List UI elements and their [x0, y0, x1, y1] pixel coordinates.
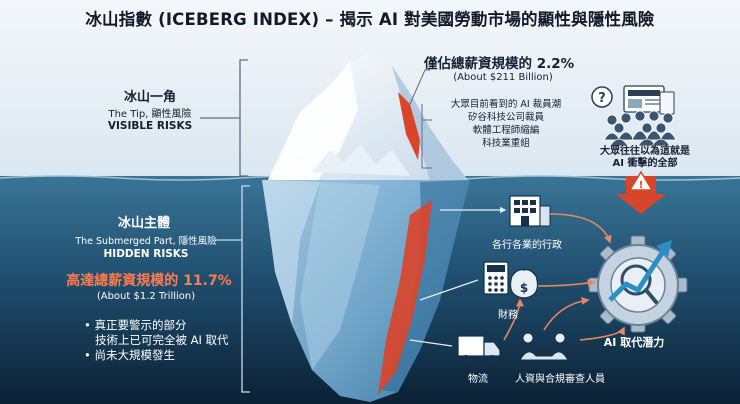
question-icon: ?	[591, 86, 613, 108]
tip-tag: VISIBLE RISKS	[107, 120, 193, 132]
page-title: 冰山指數 (ICEBERG INDEX) – 揭示 AI 對美國勞動市場的顯性與…	[85, 10, 655, 29]
perception-line: 大眾往往以為這就是	[600, 146, 690, 157]
news-icon	[623, 85, 675, 115]
submerged-stat-sub: (About $1.2 Trillion)	[96, 291, 196, 302]
ai-hub-label: AI 取代潛力	[603, 336, 665, 349]
sector-hr-label: 人資與合規審查人員	[515, 374, 605, 385]
tip-example: 軟體工程師縮編	[472, 125, 540, 136]
bullet-item: • 真正要警示的部分	[84, 318, 187, 332]
handshake-icon	[519, 332, 569, 361]
iceberg-submerged	[262, 180, 470, 402]
magnifier-icon	[620, 264, 658, 304]
bullet-text: 尚未大規模發生	[94, 348, 175, 362]
submerged-tag: HIDDEN RISKS	[103, 248, 189, 260]
tip-bracket	[200, 59, 248, 177]
visible-risk-stripe	[398, 92, 420, 160]
money-bag-icon: $	[509, 269, 539, 299]
sector-logistics-label: 物流	[468, 374, 488, 385]
calculator-icon	[483, 261, 509, 295]
tip-subtitle: The Tip, 顯性風險	[108, 109, 192, 120]
bullet-item: • 尚未大規模發生	[84, 348, 175, 362]
perception-line: AI 衝擊的全部	[612, 158, 678, 169]
connector-arrows	[409, 206, 625, 347]
svg-text:!: !	[639, 180, 644, 191]
bullet-item: 技術上已可完全被 AI 取代	[84, 333, 254, 348]
bullet-text: 技術上已可完全被 AI 取代	[94, 333, 229, 347]
bullet-text: 真正要警示的部分	[94, 318, 187, 332]
svg-text:?: ?	[598, 91, 606, 106]
gear-icon	[588, 235, 688, 333]
hidden-risk-stripe	[378, 200, 432, 395]
submerged-bullets: • 真正要警示的部分 技術上已可完全被 AI 取代 • 尚未大規模發生	[84, 318, 254, 363]
tip-stat-sub: (About $211 Billion)	[453, 72, 553, 83]
tip-example: 矽谷科技公司裁員	[467, 112, 544, 123]
submerged-subtitle: The Submerged Part, 隱性風險	[75, 236, 217, 247]
tip-stat: 僅佔總薪資規模的 2.2%	[424, 56, 575, 72]
sector-admin-label: 各行各業的行政	[492, 240, 562, 251]
public-perception: 大眾往往以為這就是 AI 衝擊的全部	[580, 146, 710, 170]
warning-icon: !	[616, 170, 666, 214]
sector-finance-label: 財務	[498, 310, 518, 321]
tip-example: 大眾目前看到的 AI 裁員潮	[450, 99, 562, 110]
tip-stat-leader	[409, 69, 430, 105]
submerged-stat: 高達總薪資規模的 11.7%	[66, 273, 232, 289]
tip-heading: 冰山一角	[123, 90, 176, 105]
submerged-bracket	[214, 185, 250, 393]
submerged-heading: 冰山主體	[117, 216, 170, 231]
svg-text:$: $	[520, 281, 528, 295]
tip-example: 科技業重組	[482, 138, 530, 149]
tip-examples: 大眾目前看到的 AI 裁員潮 矽谷科技公司裁員 軟體工程師縮編 科技業重組	[436, 98, 576, 150]
trend-arrow-icon	[608, 240, 672, 302]
office-building-icon	[509, 195, 551, 227]
crowd-icon	[603, 110, 677, 147]
iceberg-tip	[268, 52, 468, 180]
delivery-truck-icon	[457, 335, 501, 363]
